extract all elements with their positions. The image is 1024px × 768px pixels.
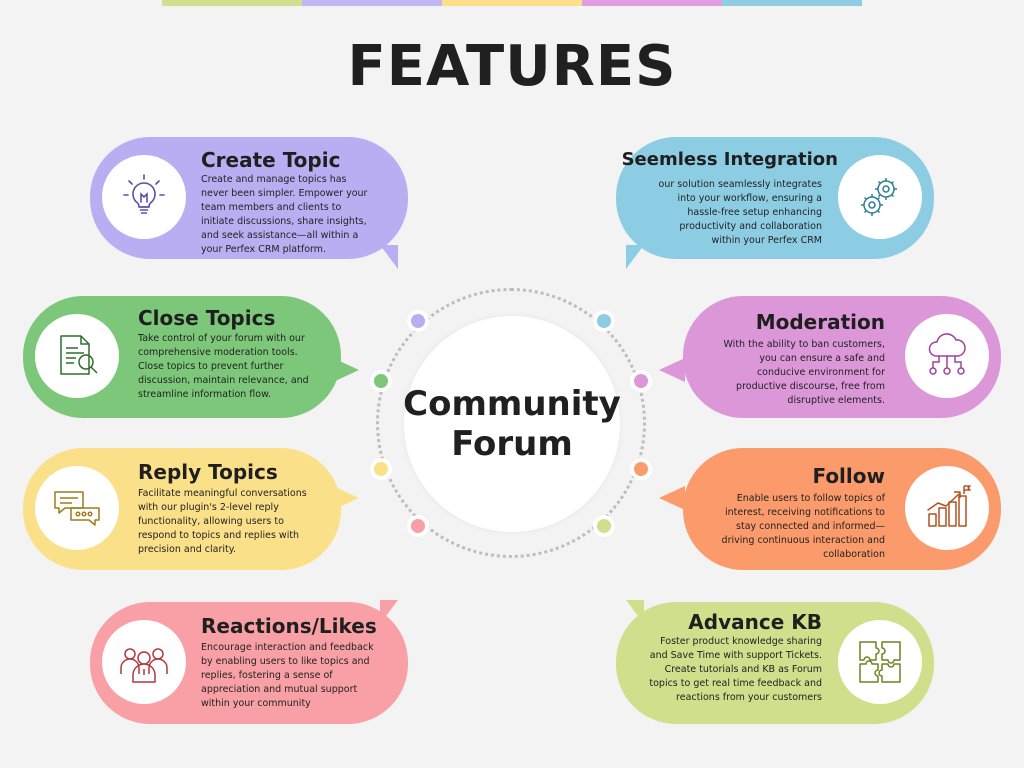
community-forum-hub: Community Forum	[403, 316, 621, 532]
strip-segment	[582, 0, 722, 6]
feature-card-seamless-integration: Seemless Integration our solution seamle…	[616, 137, 934, 269]
card-title: Seemless Integration	[621, 149, 838, 170]
cloud-network-icon	[905, 314, 989, 398]
feature-card-reactions-likes: Reactions/Likes Encourage interaction an…	[90, 600, 408, 724]
card-title: Moderation	[755, 310, 885, 334]
hub-dot-violet	[630, 370, 652, 392]
hub-dot-lime	[593, 515, 615, 537]
feature-card-reply-topics: Reply Topics Facilitate meaningful conve…	[23, 448, 359, 570]
gears-icon	[838, 155, 922, 239]
card-title: Create Topic	[201, 148, 341, 172]
top-color-strip	[162, 0, 862, 6]
hub-dot-green	[370, 370, 392, 392]
hub-dot-purple	[407, 310, 429, 332]
growth-chart-icon	[905, 466, 989, 550]
chat-bubbles-icon	[35, 466, 119, 550]
card-title: Reactions/Likes	[201, 614, 377, 638]
hub-dot-blue	[593, 310, 615, 332]
card-tail	[626, 245, 644, 269]
strip-segment	[442, 0, 582, 6]
card-tail	[333, 358, 359, 382]
hub-title-line-2: Forum	[451, 424, 573, 464]
strip-segment	[162, 0, 302, 6]
lightbulb-icon	[102, 155, 186, 239]
hub-dot-yellow	[370, 458, 392, 480]
feature-card-close-topics: Close Topics Take control of your forum …	[23, 296, 359, 418]
card-description: Create and manage topics has never been …	[201, 174, 368, 255]
card-description: Facilitate meaningful conversations with…	[138, 488, 307, 555]
card-tail	[380, 245, 398, 269]
card-title: Follow	[812, 464, 885, 488]
hub-dot-orange	[630, 458, 652, 480]
strip-segment	[722, 0, 862, 6]
card-description: With the ability to ban customers, you c…	[723, 339, 886, 406]
card-description: Encourage interaction and feedback by en…	[201, 642, 374, 709]
card-description: Take control of your forum with our comp…	[138, 333, 309, 400]
card-tail	[659, 486, 685, 510]
card-tail	[659, 358, 685, 382]
page-title: FEATURES	[347, 34, 677, 99]
strip-segment	[302, 0, 442, 6]
hub-dot-pink	[407, 515, 429, 537]
feature-card-create-topic: Create Topic Create and manage topics ha…	[90, 137, 408, 269]
hub-title-line-1: Community	[403, 384, 621, 424]
people-group-icon	[102, 620, 186, 704]
card-description: Enable users to follow topics of interes…	[721, 493, 885, 560]
card-description: Foster product knowledge sharing and Sav…	[649, 636, 822, 703]
card-tail	[333, 486, 359, 510]
card-tail	[380, 600, 398, 624]
card-tail	[626, 600, 644, 624]
card-description: our solution seamlessly integrates into …	[658, 179, 822, 246]
puzzle-icon	[838, 620, 922, 704]
card-title: Reply Topics	[138, 460, 278, 484]
hub-dotted-ring	[376, 288, 646, 558]
card-title: Advance KB	[688, 610, 822, 634]
feature-card-advance-kb: Advance KB Foster product knowledge shar…	[616, 600, 934, 724]
document-search-icon	[35, 314, 119, 398]
feature-card-follow: Follow Enable users to follow topics of …	[659, 448, 1001, 570]
card-title: Close Topics	[138, 306, 276, 330]
feature-card-moderation: Moderation With the ability to ban custo…	[659, 296, 1001, 418]
